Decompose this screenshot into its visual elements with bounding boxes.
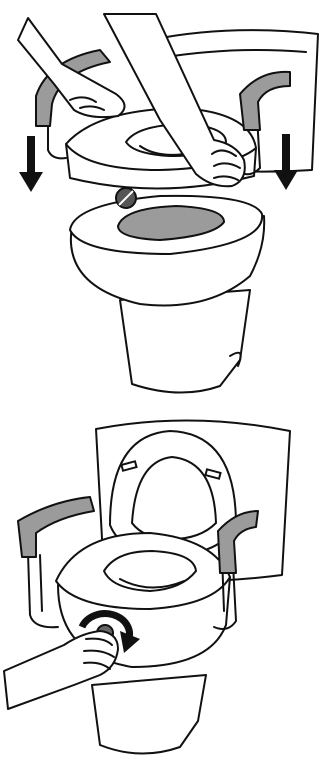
- toilet-pedestal: [119, 289, 251, 394]
- arm-right: [103, 13, 246, 188]
- fixing-knob: [115, 187, 137, 209]
- toilet-bowl: [69, 194, 266, 307]
- step-1-panel: [17, 13, 319, 394]
- armrest-right: [213, 510, 259, 630]
- arrow-down-left-icon: [19, 136, 43, 192]
- hand-right: [3, 630, 119, 710]
- arrow-down-right-icon: [274, 134, 298, 190]
- armrest-left: [17, 496, 95, 629]
- water-surface: [117, 205, 225, 241]
- step-2-panel: [0, 405, 326, 765]
- hand-left: [17, 17, 126, 119]
- toilet-pedestal: [91, 674, 207, 755]
